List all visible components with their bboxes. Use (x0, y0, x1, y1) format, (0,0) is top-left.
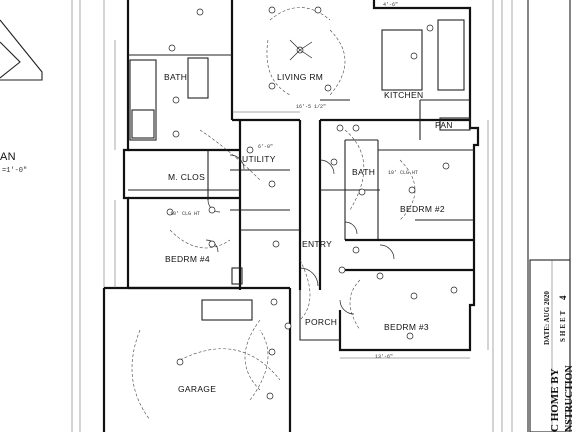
room-label-bedroom-2: BEDRM #2 (400, 204, 445, 214)
kitchen-fixtures (381, 19, 471, 131)
room-label-hall-bath: BATH (352, 167, 375, 177)
sheet-number: 4 (558, 295, 568, 300)
room-label-living-room: LIVING RM (277, 72, 323, 82)
room-label-kitchen: KITCHEN (384, 90, 423, 100)
title-block: DATE: AUG 2020 SHEET 4 C HOME BY NSTRUCT… (529, 259, 575, 432)
scale-fragment: =1'-0" (2, 167, 27, 175)
svg-text:6'-0": 6'-0" (258, 144, 273, 150)
svg-text:10' CLG HT: 10' CLG HT (170, 211, 200, 217)
svg-text:13'-6": 13'-6" (375, 354, 393, 360)
room-label-master-closet: M. CLOS (168, 172, 205, 182)
outlet-symbols (166, 6, 458, 400)
date-label: DATE: AUG 2020 (543, 291, 551, 345)
room-label-entry: ENTRY (302, 239, 332, 249)
room-label-utility: UTILITY (242, 154, 276, 164)
svg-text:16'-5 1/2": 16'-5 1/2" (296, 104, 326, 110)
sheet-label: SHEET (559, 309, 567, 342)
room-label-garage: GARAGE (178, 384, 216, 394)
electrical-wiring (131, 7, 416, 421)
roof-elevation-sketch (0, 19, 43, 81)
room-label-master-bath: BATH (164, 72, 187, 82)
svg-text:4'-6": 4'-6" (383, 2, 398, 8)
dimension-lines (114, 40, 489, 359)
plan-title-fragment: AN (0, 151, 16, 163)
firm-name-line-2: NSTRUCTION (564, 365, 575, 432)
room-label-pantry: PAN (435, 120, 453, 130)
bath-fixtures (129, 57, 253, 321)
dimension-notes: 16'-5 1/2" 4'-6" 10' CLG HT 10' CLG HT 1… (170, 2, 418, 360)
room-label-porch: PORCH (305, 317, 337, 327)
svg-text:10' CLG HT: 10' CLG HT (388, 170, 418, 176)
ceiling-fan-icon (289, 39, 313, 61)
room-label-bedroom-3: BEDRM #3 (384, 322, 429, 332)
interior-walls (128, 54, 474, 290)
room-label-bedroom-4: BEDRM #4 (165, 254, 210, 264)
firm-name-line-1: C HOME BY (549, 368, 561, 432)
